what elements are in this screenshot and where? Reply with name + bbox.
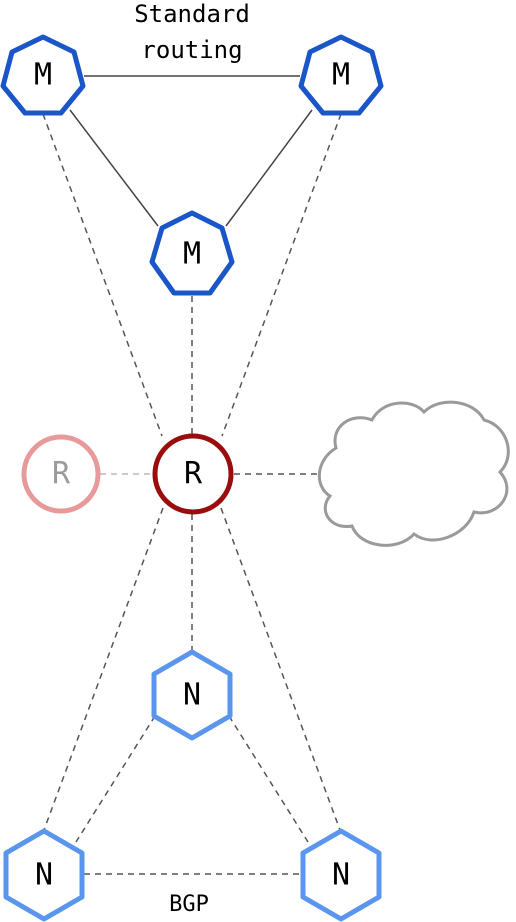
node-label: M [332,58,350,93]
link-n-top-n-bottom-left [75,715,156,843]
master-node-top-right: M [298,34,384,116]
master-node-top-left: M [0,34,86,116]
link-r-n-bottom-left [43,507,164,831]
heptagon-icon [0,34,86,116]
route-reflector-backup: R [21,434,101,514]
circle-icon [21,434,101,514]
link-m-right-r [221,113,342,437]
master-node-center: M [149,210,235,296]
node-bottom-right: N [300,828,382,922]
link-m-left-m-center [69,109,159,227]
node-label: M [34,58,52,93]
node-label: N [35,858,53,893]
hexagon-icon [151,649,233,741]
node-label: R [52,457,71,492]
node-bottom-left: N [3,828,85,922]
route-reflector: R [152,433,234,515]
hexagon-icon [3,828,85,922]
node-label: N [332,858,350,893]
dashed-links [42,113,342,875]
standard-routing-label-line1: Standard [134,0,250,28]
heptagon-icon [149,210,235,296]
standard-routing-label-line2: routing [141,36,242,64]
link-r-n-bottom-right [220,507,341,831]
circle-icon [152,433,234,515]
node-label: R [184,457,203,492]
link-m-right-m-center [225,109,313,227]
standard-routing-links [69,75,313,227]
heptagon-icon [298,34,384,116]
hexagon-icon [300,828,382,922]
link-m-left-r [42,113,163,437]
cloud-icon [317,400,510,547]
bgp-label: BGP [169,892,209,917]
node-top: N [151,649,233,741]
link-n-top-n-bottom-right [228,715,309,843]
node-label: M [183,237,201,272]
node-label: N [183,678,201,713]
